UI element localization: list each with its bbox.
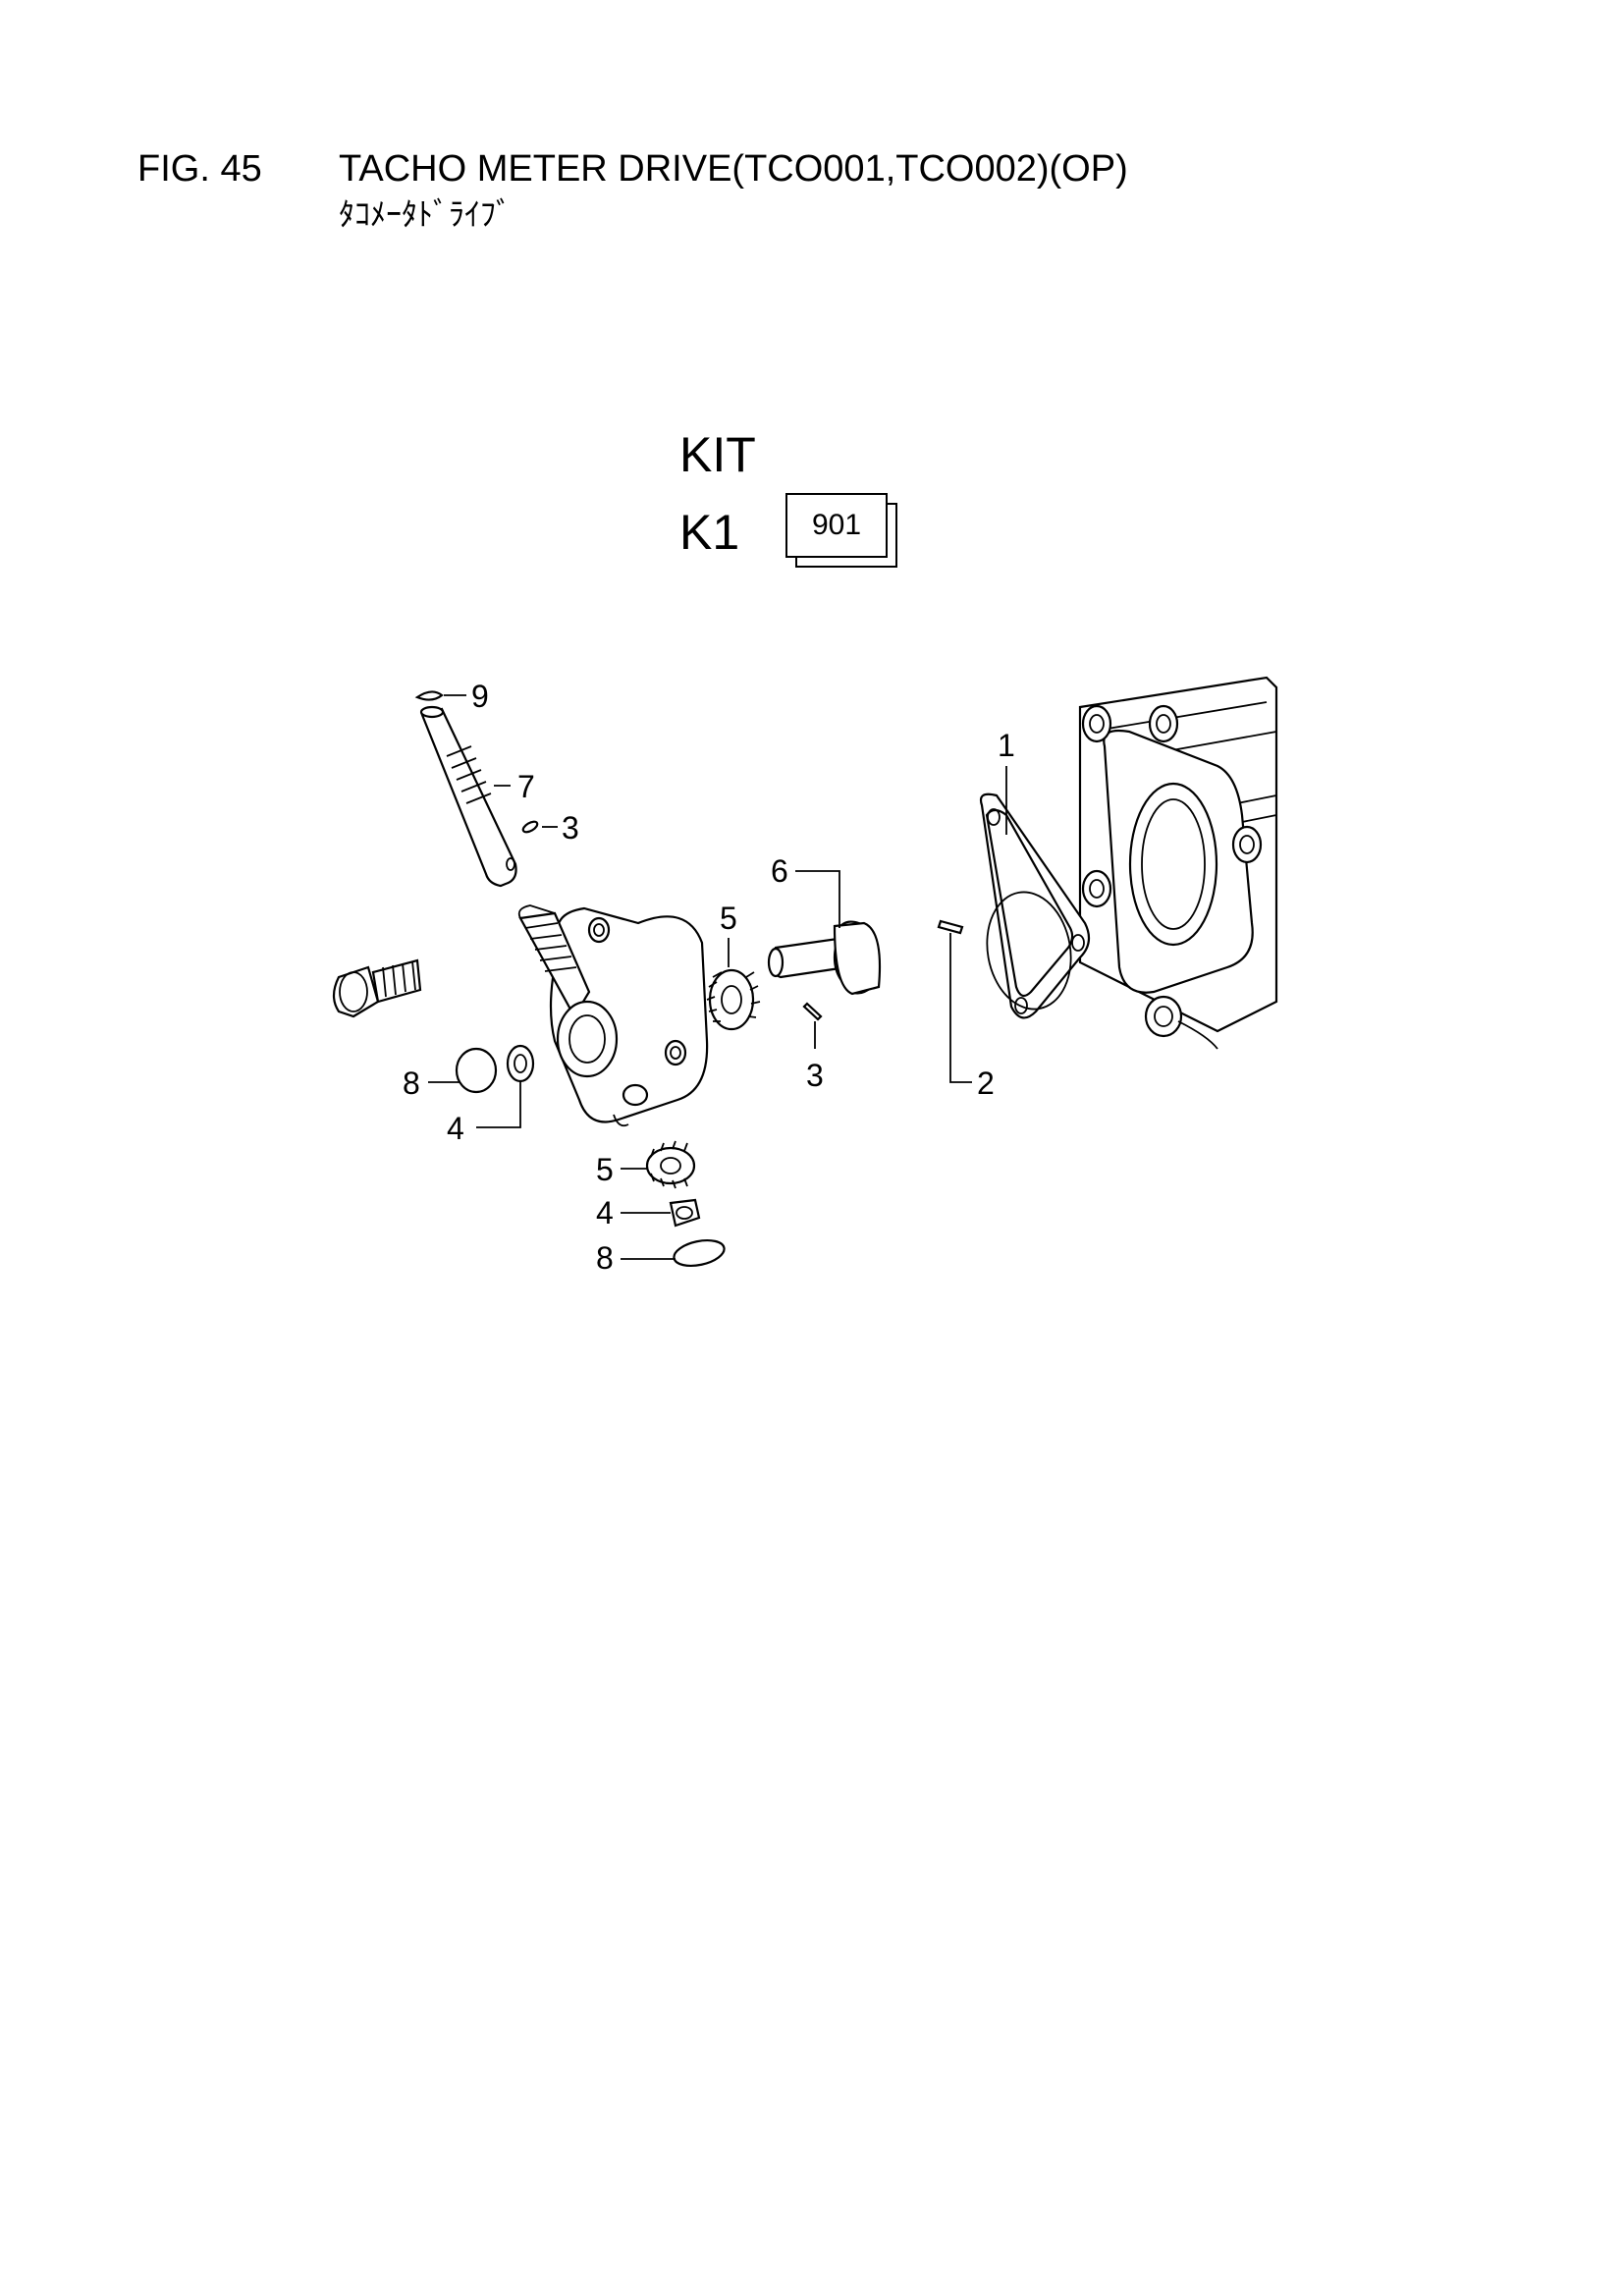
kit-box-number: 901 — [785, 493, 888, 558]
callout-9: 9 — [471, 679, 489, 714]
callout-1: 1 — [998, 728, 1015, 763]
kit-code: K1 — [679, 505, 740, 560]
callout-labels: 9 7 3 6 5 3 1 2 8 4 5 4 8 — [403, 679, 1015, 1276]
callout-8-lower: 8 — [596, 1240, 614, 1276]
gear-part-5-lower — [645, 1140, 696, 1189]
plug-part-8-upper — [455, 1047, 498, 1094]
bushing-part-4-upper — [506, 1044, 535, 1083]
kit-box: 901 — [785, 493, 899, 570]
bushing-part-4-lower — [669, 1198, 701, 1228]
figure-header: FIG. 45 TACHO METER DRIVE(TCO001,TCO002)… — [137, 147, 1512, 265]
gear-part-5-center — [706, 968, 761, 1031]
pin-part-3-upper — [521, 820, 539, 834]
callout-3-lower: 3 — [806, 1058, 824, 1093]
figure-title: TACHO METER DRIVE(TCO001,TCO002)(OP) — [339, 148, 1128, 190]
engine-housing — [1078, 676, 1278, 1050]
callout-2: 2 — [977, 1066, 995, 1101]
callout-5-center: 5 — [720, 901, 737, 936]
key-part-2 — [937, 919, 964, 935]
callout-3-upper: 3 — [562, 810, 579, 846]
callout-4-upper: 4 — [447, 1111, 464, 1146]
kit-label: KIT — [679, 427, 756, 482]
leader-lines — [428, 694, 1007, 1260]
drive-shaft-part-7 — [419, 705, 517, 888]
callout-6: 6 — [771, 853, 788, 889]
callout-8-upper: 8 — [403, 1066, 420, 1101]
gasket-part-1 — [979, 793, 1091, 1019]
clip-part-9 — [414, 690, 444, 701]
callout-5-lower: 5 — [596, 1152, 614, 1187]
callout-7: 7 — [517, 769, 535, 804]
bolt-assembly — [332, 958, 422, 1018]
driven-shaft-part-6 — [767, 920, 882, 996]
figure-subtitle: ﾀｺﾒｰﾀﾄﾞﾗｲﾌﾞ — [339, 195, 513, 233]
figure-number: FIG. 45 — [137, 148, 262, 190]
plug-part-8-lower — [673, 1238, 726, 1268]
pin-part-3-lower — [802, 1002, 823, 1021]
callout-4-lower: 4 — [596, 1195, 614, 1230]
tacho-housing — [517, 904, 709, 1127]
